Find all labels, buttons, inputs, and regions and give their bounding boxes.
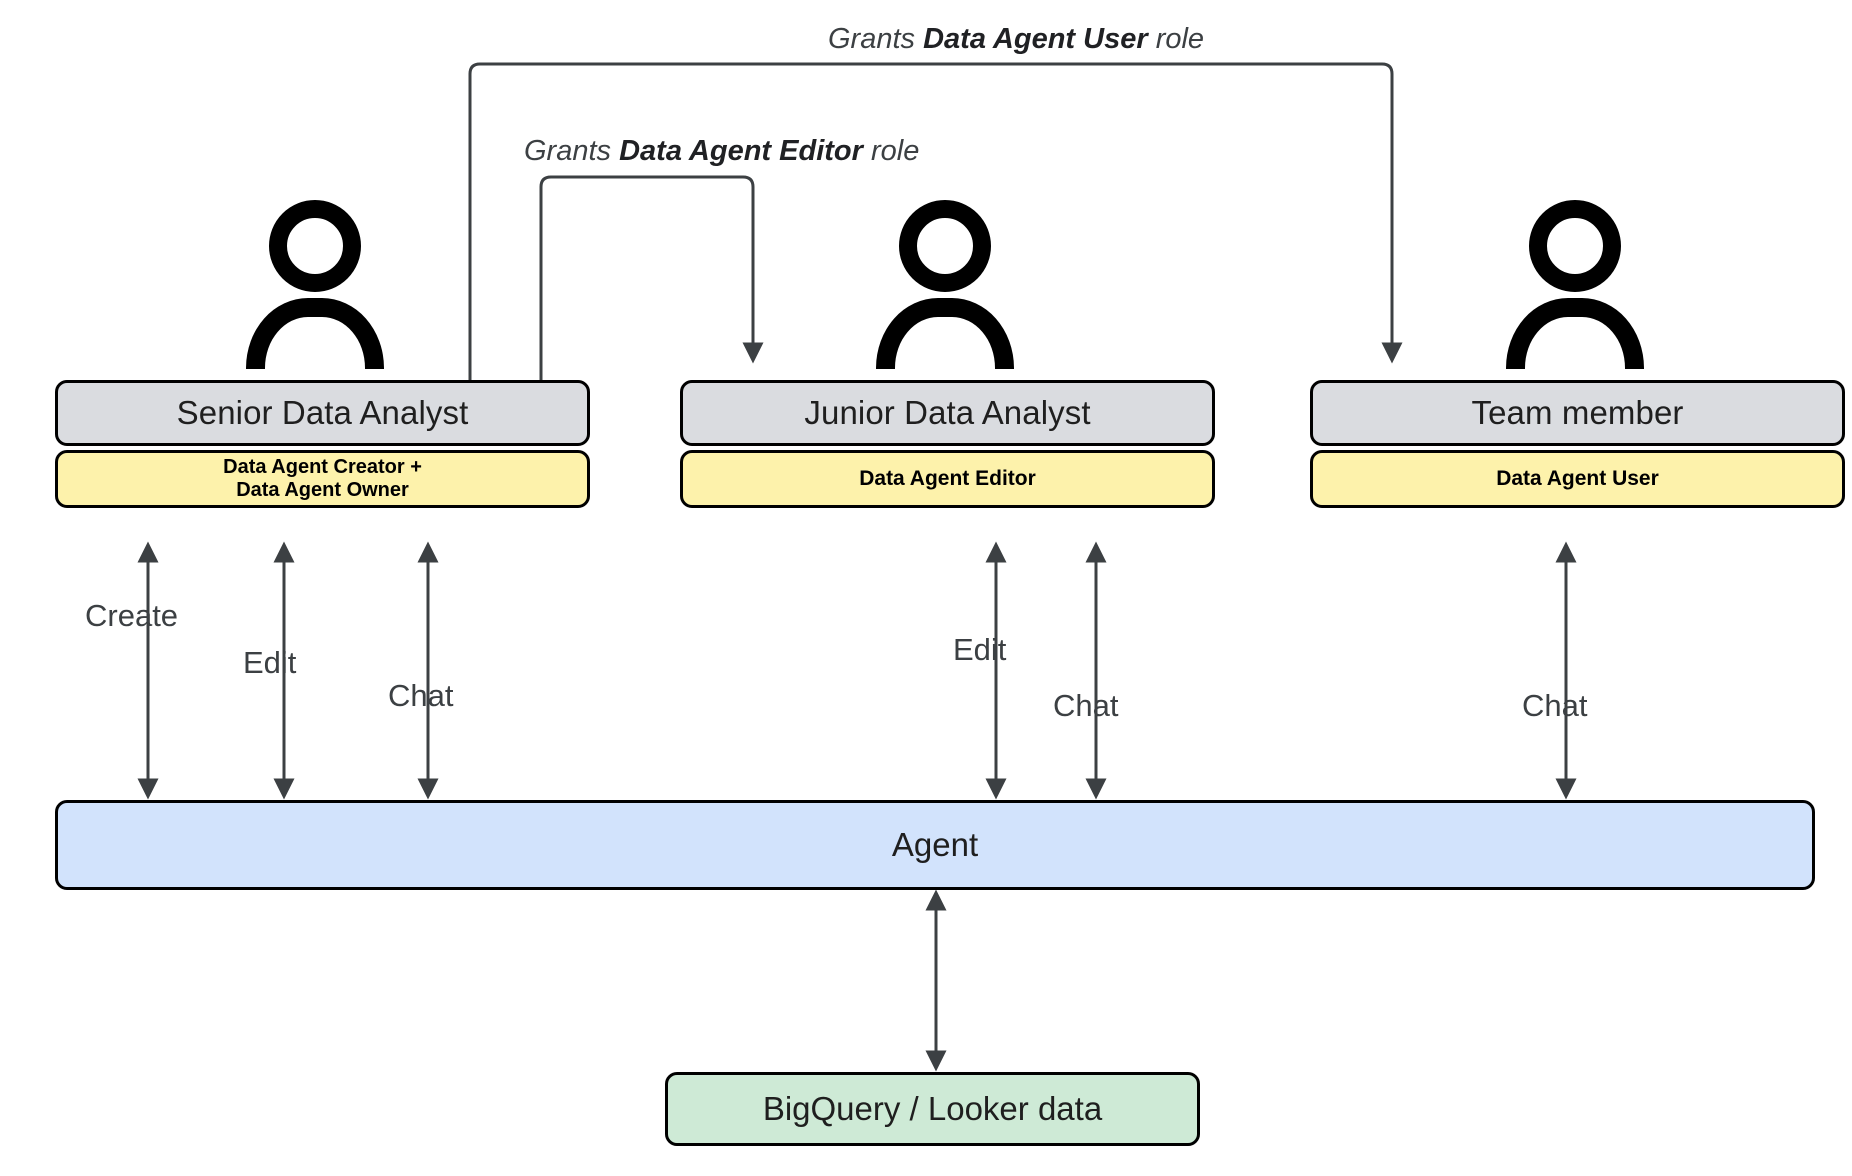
agent-node-label: Agent [891, 826, 979, 863]
person-icon-senior-data-analyst [235, 200, 395, 369]
grant-user-prefix: Grants [828, 23, 924, 55]
person-head-icon [1529, 200, 1621, 292]
grant-user-emphasis: Data Agent User [923, 23, 1148, 55]
actor-card-team-member[interactable]: Team member Data Agent User [1310, 380, 1845, 508]
grant-label-data-agent-editor: Grants Data Agent Editor role [524, 137, 919, 166]
grant-editor-emphasis: Data Agent Editor [619, 135, 863, 167]
person-body-icon [246, 298, 384, 369]
actor-role-team-member: Data Agent User [1310, 450, 1845, 508]
person-head-icon [269, 200, 361, 292]
action-label-edit-senior: Edit [243, 645, 297, 680]
person-head-icon [899, 200, 991, 292]
action-label-chat-team: Chat [1522, 688, 1588, 723]
actor-title-junior-data-analyst: Junior Data Analyst [680, 380, 1215, 446]
data-source-node[interactable]: BigQuery / Looker data [665, 1072, 1200, 1146]
actor-card-junior-data-analyst[interactable]: Junior Data Analyst Data Agent Editor [680, 380, 1215, 508]
data-source-label: BigQuery / Looker data [762, 1090, 1103, 1127]
action-label-chat-junior: Chat [1053, 688, 1119, 723]
person-icon-team-member [1495, 200, 1655, 369]
grant-editor-connector [539, 175, 764, 380]
grant-editor-prefix: Grants [524, 135, 620, 167]
grant-label-data-agent-user: Grants Data Agent User role [828, 25, 1204, 54]
person-icon-junior-data-analyst [865, 200, 1025, 369]
person-body-icon [876, 298, 1014, 369]
actor-card-senior-data-analyst[interactable]: Senior Data Analyst Data Agent Creator +… [55, 380, 590, 508]
actor-role-junior-data-analyst: Data Agent Editor [680, 450, 1215, 508]
action-label-create: Create [85, 598, 179, 633]
person-body-icon [1506, 298, 1644, 369]
action-label-chat-senior: Chat [388, 678, 454, 713]
grant-user-suffix: role [1147, 23, 1205, 55]
role-line-2: Data Agent Owner [236, 479, 409, 501]
actor-role-senior-data-analyst: Data Agent Creator + Data Agent Owner [55, 450, 590, 508]
actor-title-team-member: Team member [1310, 380, 1845, 446]
role-line-1: Data Agent Creator + [223, 456, 422, 479]
agent-node[interactable]: Agent [55, 800, 1815, 890]
actor-title-senior-data-analyst: Senior Data Analyst [55, 380, 590, 446]
grant-editor-suffix: role [862, 135, 920, 167]
action-label-edit-junior: Edit [953, 632, 1007, 667]
